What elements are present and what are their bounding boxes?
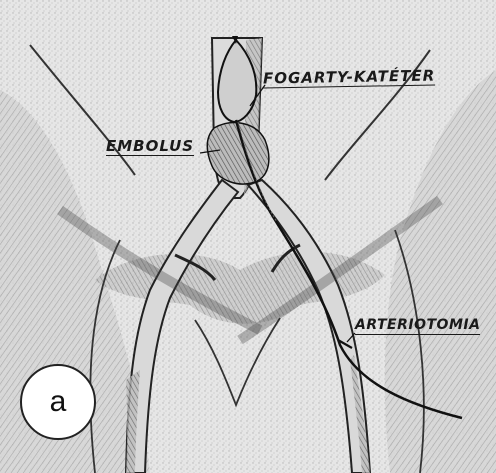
panel-letter-badge: a <box>20 364 96 440</box>
embolus-label: EMBOLUS <box>106 138 194 156</box>
panel-letter: a <box>50 385 67 419</box>
fogarty-catheter-label: FOGARTY-KATÉTER <box>263 67 436 88</box>
arteriotomy-label: ARTERIOTOMIA <box>355 317 480 335</box>
